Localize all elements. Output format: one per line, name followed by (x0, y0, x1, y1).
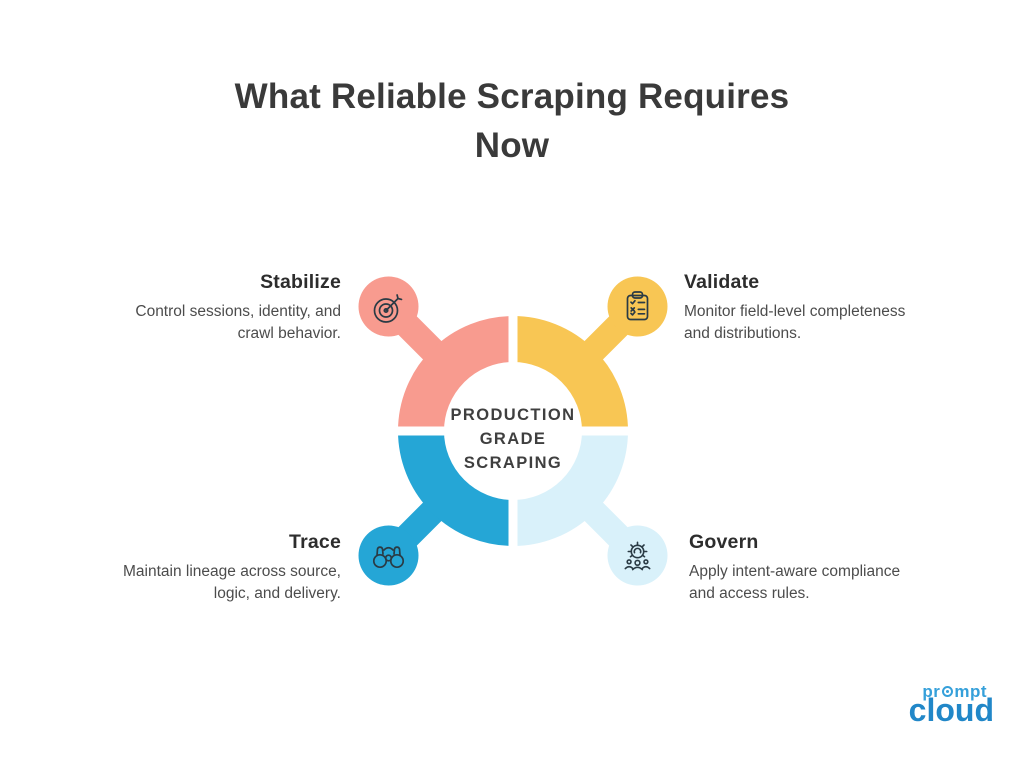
quadrant-stabilize (398, 316, 514, 432)
logo-prompt-right: mpt (954, 682, 987, 701)
quadrant-ring-diagram (358, 276, 668, 586)
item-validate-desc-line2: and distributions. (684, 324, 802, 342)
logo-prompt-left: pr (922, 682, 941, 701)
page-title-line1: What Reliable Scraping Requires (234, 77, 790, 116)
gear-team-icon (624, 541, 651, 571)
clipboard-checklist-icon (626, 291, 649, 321)
item-validate-desc-line1: Monitor field-level completeness (684, 303, 906, 320)
bubble-validate (607, 276, 668, 337)
target-dart-icon (373, 294, 403, 323)
bubble-stabilize (358, 276, 419, 337)
item-validate: Validate Monitor field-level completenes… (684, 271, 942, 344)
quadrant-govern (512, 430, 628, 546)
item-govern: Govern Apply intent-aware compliance and… (689, 531, 947, 604)
gear-icon (627, 541, 648, 559)
gap-horizontal (391, 426, 635, 436)
item-stabilize: Stabilize Control sessions, identity, an… (83, 271, 341, 344)
item-govern-heading: Govern (689, 531, 759, 553)
quadrant-validate (512, 316, 628, 432)
item-stabilize-desc-line1: Control sessions, identity, and (135, 303, 341, 320)
logo-cloud-word: cloud (908, 692, 994, 728)
team-icon (624, 559, 651, 571)
item-trace-desc-line1: Maintain lineage across source, (123, 563, 341, 580)
binoculars-icon (372, 546, 405, 569)
item-stabilize-heading: Stabilize (260, 271, 341, 293)
logo-prompt-word: pr mpt (876, 682, 994, 701)
page-title-line2: Now (474, 126, 550, 165)
logo-target-o-icon (941, 686, 953, 697)
center-label-line3: SCRAPING (463, 454, 563, 472)
quadrant-trace (398, 430, 514, 546)
bubble-govern (607, 525, 668, 586)
item-stabilize-desc-line2: crawl behavior. (237, 324, 341, 342)
item-validate-heading: Validate (684, 271, 760, 293)
page-title: What Reliable Scraping Requires Now (0, 72, 1024, 170)
item-trace: Trace Maintain lineage across source, lo… (83, 531, 341, 604)
item-govern-desc-line1: Apply intent-aware compliance (689, 563, 901, 580)
center-label: PRODUCTION GRADE SCRAPING (438, 403, 588, 475)
item-trace-desc-line2: logic, and delivery. (213, 584, 341, 602)
center-label-line2: GRADE (479, 430, 547, 448)
promptcloud-logo: pr mpt cloud (876, 682, 994, 728)
item-govern-desc-line2: and access rules. (689, 584, 810, 602)
item-trace-heading: Trace (289, 531, 341, 553)
center-label-line1: PRODUCTION (450, 406, 576, 424)
